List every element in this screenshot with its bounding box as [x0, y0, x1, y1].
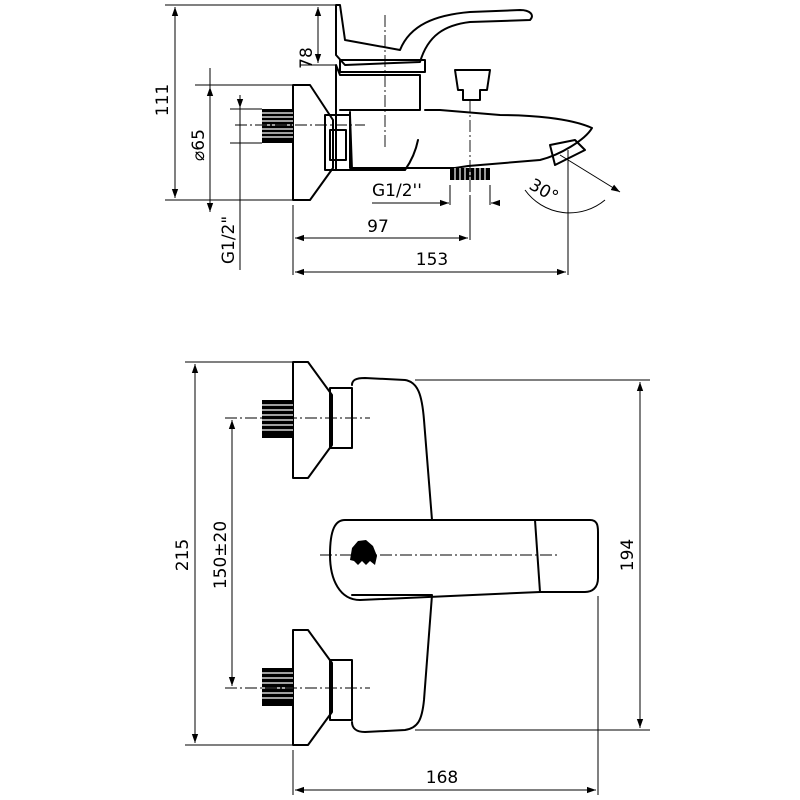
dim-30-label: 30° — [526, 175, 562, 207]
side-mixer-body — [335, 64, 421, 171]
top-lower-nut — [329, 659, 353, 721]
top-spout-edge — [534, 519, 541, 593]
side-spout-tip — [549, 139, 586, 166]
side-cartridge-cap — [339, 59, 426, 73]
dim-111-label: 111 — [153, 84, 173, 116]
top-extension-lines — [185, 361, 650, 795]
side-diverter-knob — [454, 69, 491, 101]
dim-g12-outlet-label: G1/2'' — [372, 181, 422, 201]
dim-150-label: 150±20 — [211, 521, 231, 589]
dim-194-label: 194 — [618, 539, 638, 571]
side-inlet-thread — [262, 109, 293, 143]
top-lower-inlet-thread — [262, 668, 293, 706]
dim-angle-arc — [524, 189, 606, 214]
side-wall-flange — [292, 84, 334, 201]
top-mixer-body-lower — [351, 594, 433, 733]
dim-168-label: 168 — [426, 768, 458, 788]
top-upper-inlet-thread — [262, 400, 293, 438]
dim-65-label: ⌀65 — [189, 129, 209, 161]
dim-78-label: 78 — [297, 47, 317, 69]
top-mixer-body — [351, 377, 433, 521]
side-spout-body — [349, 109, 593, 169]
top-upper-flange — [292, 361, 333, 479]
brand-logo-icon — [350, 540, 377, 565]
side-view: 111 78 ⌀65 G1/2" G1/2'' 30° 97 153 — [153, 4, 621, 276]
top-spout — [329, 519, 599, 601]
dim-g12-inlet-label: G1/2" — [219, 216, 239, 264]
dim-97-label: 97 — [367, 217, 389, 237]
top-lower-flange — [292, 629, 333, 746]
dim-angle-ray — [559, 154, 621, 193]
dim-153-label: 153 — [416, 250, 448, 270]
top-view: 215 150±20 194 168 — [173, 361, 650, 795]
side-connection-nut — [324, 114, 353, 171]
side-lever — [335, 4, 533, 66]
dim-215-label: 215 — [173, 539, 193, 571]
